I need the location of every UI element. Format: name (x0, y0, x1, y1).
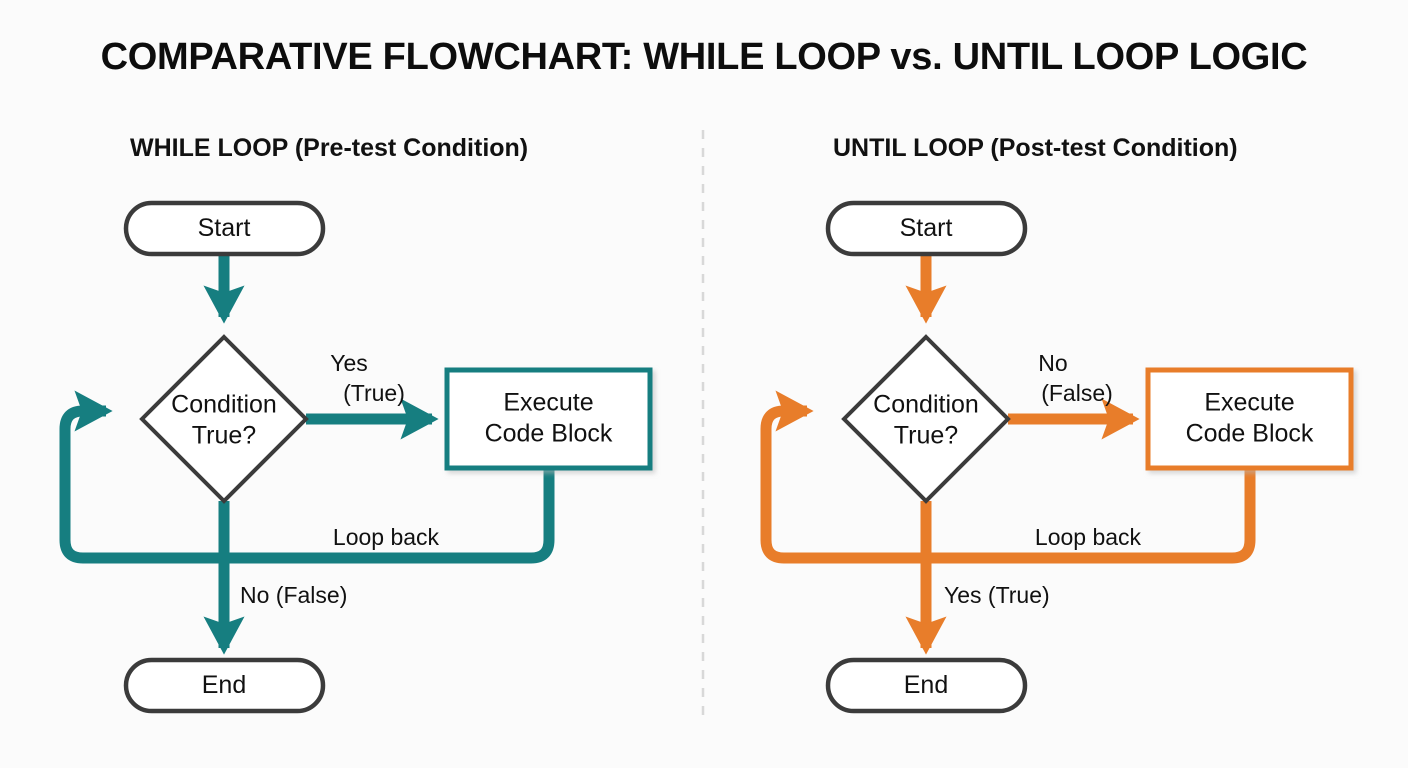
until-edge-label-no-line2: (False) (1041, 380, 1113, 406)
until-node-process-label-line1: Execute (1204, 389, 1294, 417)
until-node-decision-label-line1: Condition (873, 391, 979, 419)
while-edge-label-no: No (False) (240, 582, 347, 608)
until-node-process[interactable]: Execute Code Block (1145, 367, 1354, 471)
while-node-process[interactable]: Execute Code Block (444, 367, 653, 471)
until-node-decision-label-line2: True? (894, 422, 958, 450)
page-title: COMPARATIVE FLOWCHART: WHILE LOOP vs. UN… (100, 36, 1308, 78)
panel-heading-while: WHILE LOOP (Pre-test Condition) (130, 134, 529, 162)
while-edge-label-loopback: Loop back (333, 524, 440, 550)
while-edge-label-yes-line1: Yes (330, 350, 368, 376)
while-node-start-label: Start (198, 214, 251, 242)
until-edge-label-no-line1: No (1038, 350, 1067, 376)
until-node-process-label-line2: Code Block (1186, 420, 1314, 448)
while-edge-label-yes-line2: (True) (343, 380, 405, 406)
until-node-end-label: End (904, 671, 948, 699)
while-loopback-edge (59, 390, 555, 564)
until-edge-label-loopback: Loop back (1035, 524, 1142, 550)
while-node-process-label-line1: Execute (503, 389, 593, 417)
while-node-end-label: End (202, 671, 246, 699)
while-node-decision-label-line1: Condition (171, 391, 277, 419)
until-loopback-edge (760, 390, 1256, 564)
while-node-decision-label-line2: True? (192, 422, 256, 450)
until-node-start[interactable]: Start (825, 200, 1028, 257)
until-edge-label-yes: Yes (True) (944, 582, 1050, 608)
while-node-process-label-line2: Code Block (485, 420, 613, 448)
until-node-start-label: Start (900, 214, 953, 242)
while-node-start[interactable]: Start (123, 200, 326, 257)
until-loop-diagram: Start Condition True? Execute Code Block… (760, 200, 1354, 714)
while-loop-diagram: Start Condition True? Execute Code Block… (59, 200, 653, 714)
panel-heading-until: UNTIL LOOP (Post-test Condition) (833, 134, 1238, 162)
until-node-end[interactable]: End (825, 657, 1028, 714)
until-node-decision[interactable]: Condition True? (841, 334, 1011, 504)
while-node-end[interactable]: End (123, 657, 326, 714)
while-node-decision[interactable]: Condition True? (139, 334, 309, 504)
